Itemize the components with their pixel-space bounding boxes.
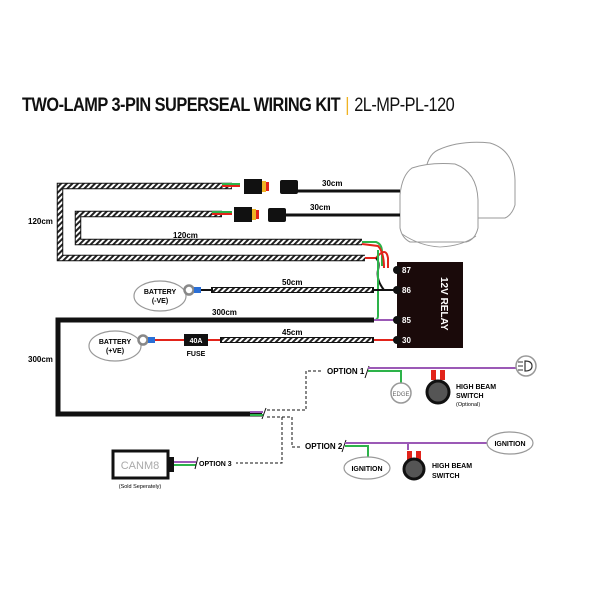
diagram-title: TWO-LAMP 3-PIN SUPERSEAL WIRING KIT|2L-M…	[22, 95, 455, 117]
battery-neg-line1: BATTERY	[144, 289, 177, 296]
loom-inner	[74, 210, 362, 246]
option1-switch-note: (Optional)	[456, 402, 480, 408]
option2-dashed-line	[267, 416, 302, 448]
relay-pin-87: 87	[402, 266, 411, 275]
option2-switch-line2: SWITCH	[432, 473, 460, 480]
title-main: TWO-LAMP 3-PIN SUPERSEAL WIRING KIT	[22, 95, 341, 116]
relay: 87 86 85 30 12V RELAY	[393, 262, 463, 348]
canm8-module: CANM8 (Sold Seperately)	[111, 449, 174, 490]
ignition-left-label: IGNITION	[351, 466, 382, 473]
relay-pin-30: 30	[402, 336, 411, 345]
label-lamp1-lead: 30cm	[322, 179, 342, 188]
switch-lead	[55, 317, 374, 417]
relay-pin-85: 85	[402, 316, 411, 325]
label-switch-left: 300cm	[28, 355, 53, 364]
high-beam-switch-option1	[425, 379, 451, 405]
svg-text:EDGE: EDGE	[392, 392, 409, 398]
label-switch-lead: 300cm	[212, 308, 237, 317]
canm8-label: CANM8	[121, 460, 160, 472]
label-ground-lead: 50cm	[282, 278, 302, 287]
high-beam-headlight-icon	[515, 355, 537, 377]
battery-pos-line1: BATTERY	[99, 339, 132, 346]
high-beam-switch-option2	[402, 457, 426, 481]
connector-lamp1	[244, 179, 298, 194]
title-separator: |	[345, 95, 350, 116]
ignition-right-label: IGNITION	[494, 441, 525, 448]
connector-lamp2	[234, 207, 286, 222]
canm8-note: (Sold Seperately)	[119, 484, 162, 490]
label-inner-loop: 120cm	[173, 231, 198, 240]
label-outer-loop: 120cm	[28, 217, 53, 226]
option1-dashed-line	[267, 370, 322, 411]
battery-pos-line2: (+VE)	[106, 348, 124, 355]
option3-label: OPTION 3	[199, 461, 232, 468]
label-lamp2-lead: 30cm	[310, 203, 330, 212]
ignition-right: IGNITION	[486, 431, 534, 455]
battery-neg-line2: (-VE)	[152, 298, 168, 305]
product-code: 2L-MP-PL-120	[354, 95, 455, 116]
label-power-lead: 45cm	[282, 328, 302, 337]
ignition-left: IGNITION	[343, 456, 391, 480]
lamp-front	[399, 163, 479, 248]
fuse-label: FUSE	[187, 351, 206, 358]
option3-dashed-line	[236, 417, 283, 464]
option1-switch-line1: HIGH BEAM	[456, 384, 496, 391]
relay-pin-86: 86	[402, 286, 411, 295]
option2-label: OPTION 2	[305, 442, 343, 451]
loom-outer	[56, 182, 365, 262]
fuse-rating: 40A	[190, 338, 203, 345]
option1-switch-line2: SWITCH	[456, 393, 484, 400]
option1-label: OPTION 1	[327, 367, 365, 376]
edge-light-icon: EDGE	[390, 382, 412, 404]
option2-switch-line1: HIGH BEAM	[432, 463, 472, 470]
battery-positive: BATTERY (+VE)	[88, 330, 155, 362]
battery-negative: BATTERY (-VE)	[133, 280, 201, 312]
fuse: 40A FUSE	[184, 334, 208, 358]
relay-label: 12V RELAY	[438, 277, 449, 331]
